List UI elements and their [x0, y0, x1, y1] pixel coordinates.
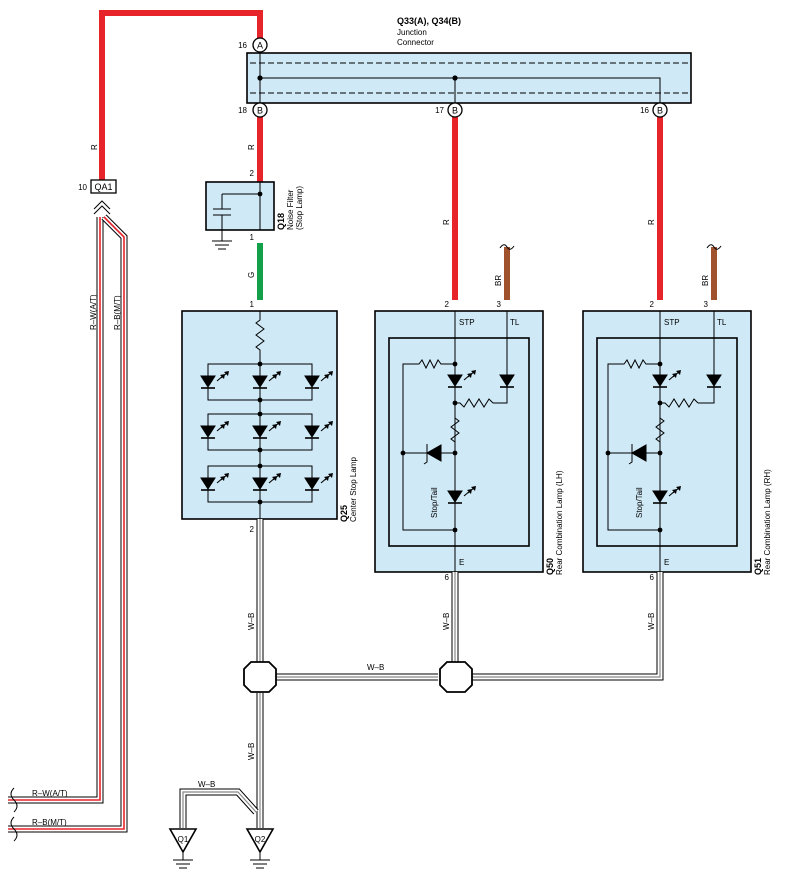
svg-text:E: E [664, 558, 669, 567]
junction-connector: A B B B 16 18 17 16 Q33(A), Q34(B) Junct… [238, 16, 692, 118]
svg-text:Noise Filter: Noise Filter [286, 189, 295, 230]
svg-text:BR: BR [494, 275, 503, 286]
svg-text:E: E [459, 558, 464, 567]
led-icon [252, 473, 281, 491]
svg-text:R–W(A/T): R–W(A/T) [32, 789, 68, 798]
svg-text:Rear Combination Lamp (LH): Rear Combination Lamp (LH) [555, 470, 564, 575]
led-icon [252, 371, 281, 389]
svg-text:R–W(A/T): R–W(A/T) [89, 294, 98, 330]
svg-text:6: 6 [650, 573, 655, 582]
svg-text:3: 3 [704, 300, 709, 309]
q18-code: Q18 [276, 213, 286, 230]
junction-title: Q33(A), Q34(B) [397, 16, 461, 26]
svg-text:G: G [247, 272, 256, 278]
ground-q2: Q2 [245, 828, 275, 869]
svg-text:BR: BR [701, 275, 710, 286]
ground-q1: Q1 [168, 828, 198, 869]
svg-text:10: 10 [78, 183, 87, 192]
svg-text:Stop/Tail: Stop/Tail [430, 487, 439, 518]
svg-text:W–B: W–B [647, 613, 656, 630]
svg-text:R–B(M/T): R–B(M/T) [32, 818, 67, 827]
svg-text:W–B: W–B [367, 663, 384, 672]
led-icon [200, 421, 229, 439]
red-harness: R–W(A/T) R–B(M/T) R–W(A/T) R–B(M/T) [8, 214, 128, 842]
svg-text:18: 18 [238, 106, 247, 115]
svg-text:6: 6 [445, 573, 450, 582]
led-icon [200, 371, 229, 389]
svg-text:2: 2 [445, 300, 450, 309]
noise-filter-q18: 2 1 Q18 Noise Filter (Stop Lamp) [205, 169, 304, 250]
svg-text:B: B [452, 106, 458, 116]
qa1-connector: QA1 10 [78, 179, 117, 215]
brown-wires [499, 244, 722, 300]
svg-text:R: R [647, 219, 656, 225]
svg-text:16: 16 [238, 41, 247, 50]
svg-text:2: 2 [250, 525, 255, 534]
svg-text:1: 1 [250, 300, 255, 309]
svg-text:3: 3 [497, 300, 502, 309]
svg-text:B: B [657, 106, 663, 116]
svg-text:R: R [90, 144, 99, 150]
junction-pin-a [252, 37, 268, 53]
svg-text:(Stop Lamp): (Stop Lamp) [295, 186, 304, 230]
svg-text:Rear Combination Lamp (RH): Rear Combination Lamp (RH) [763, 469, 772, 575]
led-icon [447, 370, 476, 388]
rear-combination-lamp-rh-q51: 2 3 STP TL E 6 Stop/Tail Q51 Rear Combin… [582, 300, 772, 582]
svg-text:Junction: Junction [397, 28, 427, 37]
svg-text:R: R [442, 219, 451, 225]
q50-code: Q50 [545, 558, 555, 575]
svg-text:2: 2 [250, 169, 255, 178]
led-icon [304, 421, 333, 439]
svg-text:Stop/Tail: Stop/Tail [635, 487, 644, 518]
svg-text:1: 1 [250, 233, 255, 242]
center-stop-lamp-q25: 1 2 Q25 Center Stop Lamp [181, 300, 358, 534]
svg-text:Q1: Q1 [178, 835, 189, 844]
svg-text:Connector: Connector [397, 38, 434, 47]
led-icon [447, 486, 476, 504]
svg-text:W–B: W–B [247, 743, 256, 760]
led-icon [652, 370, 681, 388]
led-icon [304, 371, 333, 389]
ground-wires: W–B W–B W–B W–B W–B W–B [179, 519, 664, 828]
svg-text:16: 16 [640, 106, 649, 115]
led-icon [304, 473, 333, 491]
led-icon [252, 421, 281, 439]
svg-text:W–B: W–B [442, 613, 451, 630]
svg-text:2: 2 [650, 300, 655, 309]
pin-a-letter: A [257, 41, 263, 51]
svg-text:STP: STP [459, 318, 475, 327]
svg-text:TL: TL [717, 318, 727, 327]
led-icon [200, 473, 229, 491]
svg-text:W–B: W–B [198, 780, 215, 789]
rear-combination-lamp-lh-q50: 2 3 STP TL E 6 Stop/Tail Q50 Rear Combin… [374, 300, 564, 582]
svg-text:Q2: Q2 [255, 835, 266, 844]
svg-text:R: R [247, 144, 256, 150]
svg-text:W–B: W–B [247, 613, 256, 630]
q51-code: Q51 [753, 558, 763, 575]
qa1-label: QA1 [94, 182, 112, 192]
q25-code: Q25 [339, 505, 349, 522]
svg-text:STP: STP [664, 318, 680, 327]
red-wires [99, 10, 663, 300]
svg-text:17: 17 [435, 106, 444, 115]
svg-text:Center Stop Lamp: Center Stop Lamp [349, 457, 358, 522]
svg-text:R–B(M/T): R–B(M/T) [113, 295, 122, 330]
svg-text:TL: TL [510, 318, 520, 327]
led-icon [652, 486, 681, 504]
wire-labels: R R G R R BR BR [90, 144, 710, 286]
svg-text:B: B [257, 106, 263, 116]
